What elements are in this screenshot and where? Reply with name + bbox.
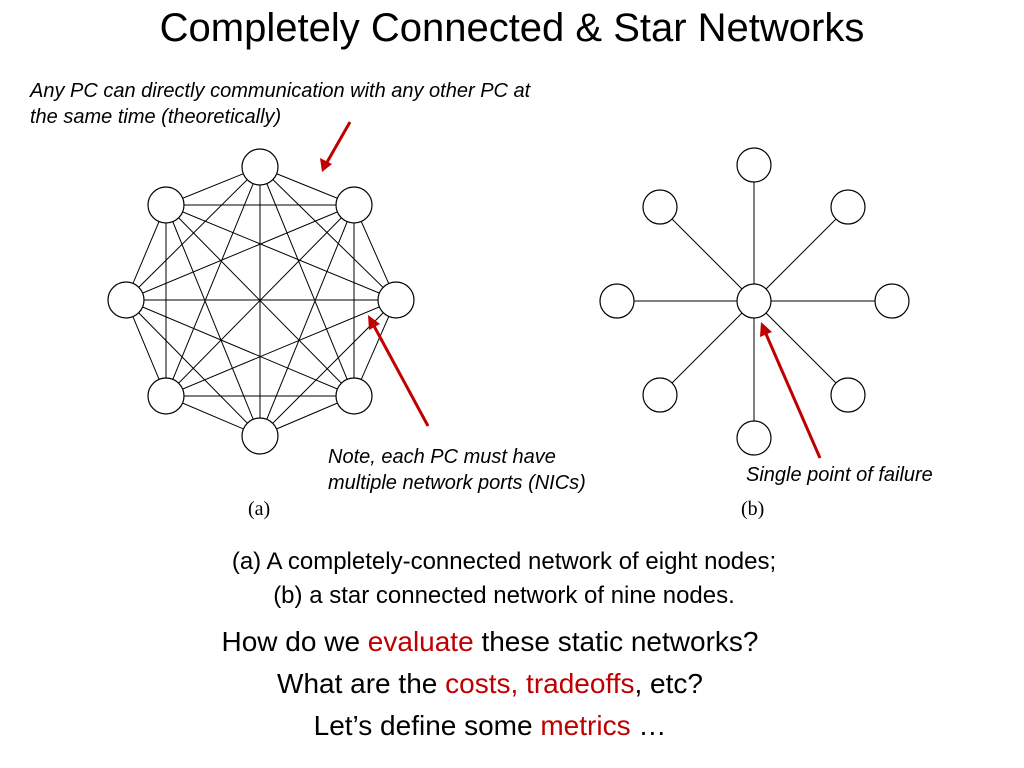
node-a-5: [241, 417, 279, 455]
star-network: [599, 147, 910, 456]
link-0-2: [259, 166, 397, 301]
arrow-single-point-failure-head: [760, 322, 772, 337]
node-a-6: [147, 377, 185, 415]
arrow-direct-communication: [324, 121, 352, 165]
arrow-direct-communication-head: [320, 158, 332, 172]
node-a-7: [107, 281, 145, 319]
arrow-nics-head: [368, 315, 380, 330]
node-b-4: [830, 377, 866, 413]
question-evaluate-pre: How do we: [221, 626, 368, 657]
question-evaluate-post: these static networks?: [473, 626, 759, 657]
note-direct-communication: Any PC can directly communication with a…: [30, 80, 531, 128]
link-2-7: [165, 204, 397, 301]
node-b-5: [736, 420, 772, 456]
question-evaluate: How do we evaluate these static networks…: [0, 625, 980, 659]
node-a-8: [147, 186, 185, 224]
keyword-metrics: metrics: [540, 710, 631, 741]
question-costs-post: , etc?: [634, 668, 703, 699]
node-b-1: [736, 147, 772, 183]
link-1-6: [125, 204, 355, 301]
node-b-2: [830, 189, 866, 225]
slide-title: Completely Connected & Star Networks: [159, 6, 865, 50]
question-metrics-post: …: [630, 710, 667, 741]
question-costs: What are the costs, tradeoffs, etc?: [0, 667, 980, 701]
caption-line-2: (b) a star connected network of nine nod…: [273, 582, 735, 609]
star-hub-node: [736, 283, 772, 319]
node-a-2: [335, 186, 373, 224]
link-3-6: [125, 299, 355, 397]
spoke-2: [753, 206, 849, 302]
keyword-costs-tradeoffs: costs, tradeoffs: [445, 668, 635, 699]
node-b-3: [874, 283, 910, 319]
link-3-7: [165, 204, 355, 397]
label-a: (a): [248, 498, 271, 520]
annotation-arrows: [320, 121, 822, 459]
spoke-4: [753, 300, 849, 396]
node-b-7: [599, 283, 635, 319]
note-multiple-nics: Note, each PC must have multiple network…: [328, 446, 586, 494]
caption-line-1: (a) A completely-connected network of ei…: [231, 548, 777, 575]
link-4-7: [165, 204, 261, 437]
question-metrics: Let’s define some metrics …: [0, 709, 980, 743]
completely-connected-network: [107, 148, 415, 455]
node-a-3: [377, 281, 415, 319]
node-b-8: [642, 189, 678, 225]
arrow-single-point-failure: [764, 333, 822, 459]
spoke-6: [659, 300, 755, 396]
link-0-6: [125, 166, 261, 301]
node-a-1: [241, 148, 279, 186]
note-single-point-failure: Single point of failure: [746, 464, 933, 486]
node-b-6: [642, 377, 678, 413]
link-4-6: [125, 299, 261, 437]
node-a-4: [335, 377, 373, 415]
spoke-8: [659, 206, 755, 302]
keyword-evaluate: evaluate: [367, 626, 474, 657]
question-metrics-pre: Let’s define some: [313, 710, 541, 741]
link-2-4: [259, 299, 397, 437]
link-1-4: [259, 204, 355, 437]
arrow-nics: [372, 325, 430, 427]
label-b: (b): [741, 498, 765, 520]
question-costs-pre: What are the: [277, 668, 446, 699]
